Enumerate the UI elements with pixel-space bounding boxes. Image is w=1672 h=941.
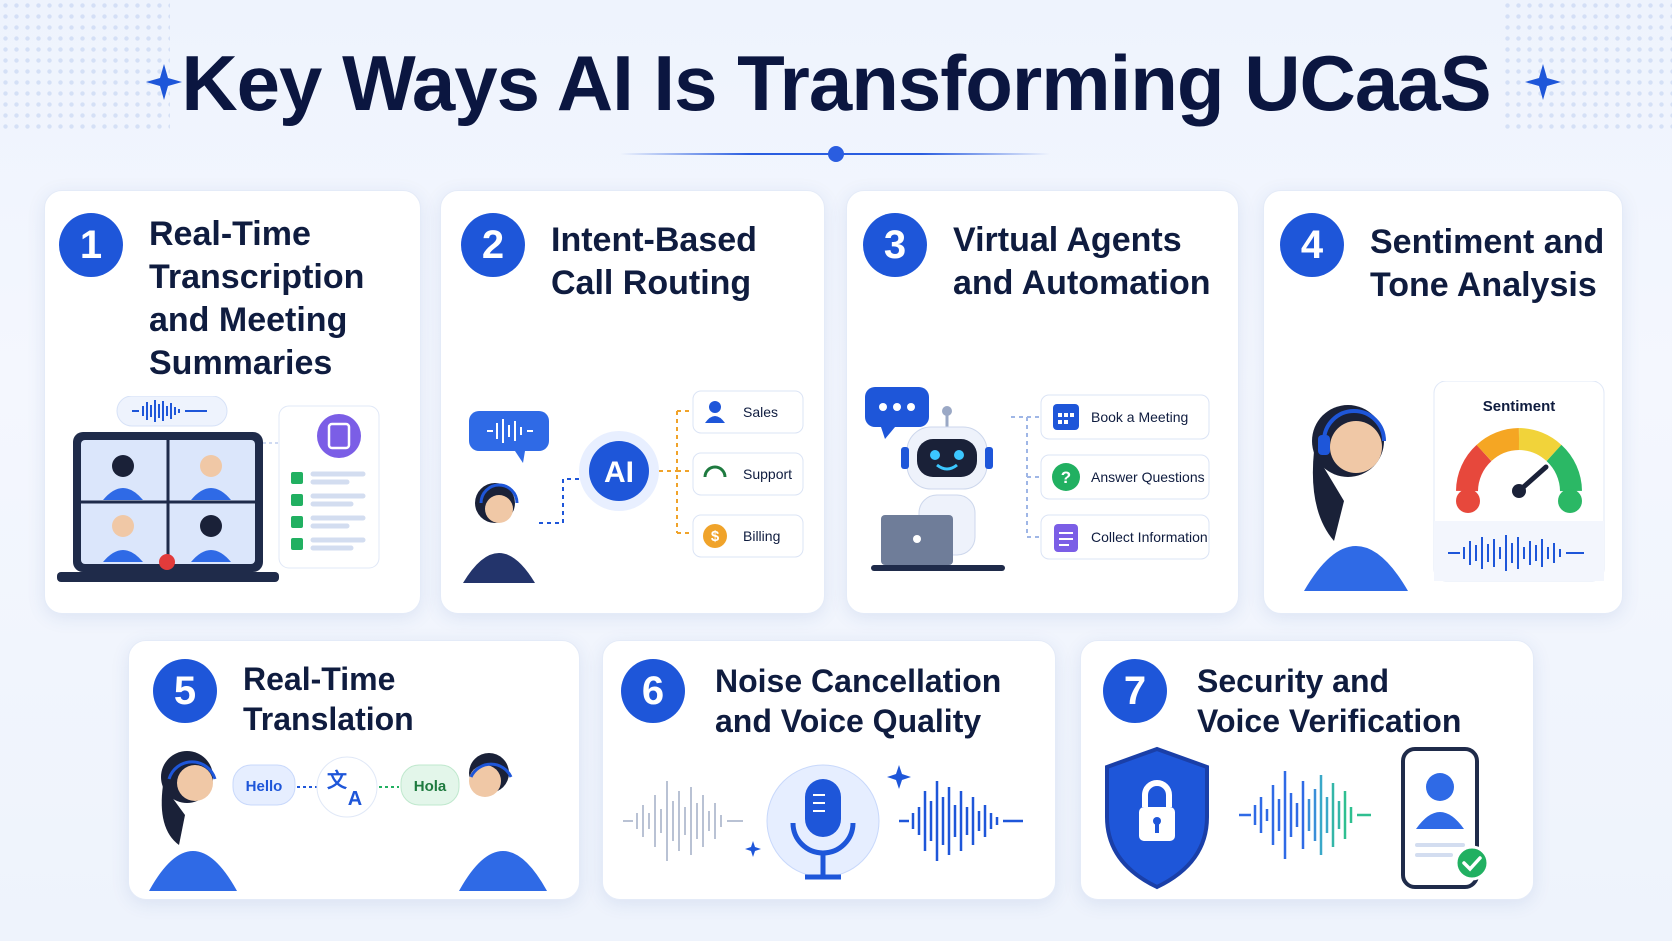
virtual-agent-diagram: Book a Meeting ? Answer Questions Collec… <box>865 387 1210 571</box>
gauge-label: Sentiment <box>1483 398 1556 415</box>
card-transcription: 1 Real-Time Transcription and Meeting Su… <box>44 190 421 614</box>
sparkle-icon <box>887 765 911 789</box>
route-label: Billing <box>743 528 780 544</box>
card-title: Virtual Agents and Automation <box>953 221 1211 302</box>
card-number: 1 <box>59 213 123 277</box>
card-virtual-agents: 3 Virtual Agents and Automation Book a M… <box>846 190 1239 614</box>
action-label: Book a Meeting <box>1091 409 1188 425</box>
decorative-dots-left <box>0 0 170 130</box>
call-routing-diagram: AI Sales Support $ Billing <box>463 390 804 583</box>
card-title: Noise Cancellation and Voice Quality <box>715 663 1002 739</box>
waveform-icon <box>899 781 1023 861</box>
sparkle-icon <box>1525 64 1561 100</box>
headset-icon <box>469 762 513 778</box>
card-title: Intent-Based Call Routing <box>551 221 757 302</box>
waveform-icon <box>623 781 743 861</box>
phrase-from: Hello <box>246 778 283 795</box>
svg-text:文: 文 <box>327 768 348 792</box>
sparkle-icon <box>146 64 182 100</box>
ai-hub-label: AI <box>604 456 634 489</box>
card-number: 5 <box>153 659 217 723</box>
card-sentiment: 4 Sentiment and Tone Analysis Sentiment <box>1263 190 1623 614</box>
document-icon <box>317 414 361 458</box>
sentiment-diagram: Sentiment <box>1304 381 1605 591</box>
headset-icon <box>1322 409 1386 442</box>
card-translation: 5 Real-Time Translation Hello 文 A Hola <box>128 640 580 900</box>
card-title: Security and Voice Verification <box>1197 663 1462 739</box>
phrase-to: Hola <box>414 778 447 795</box>
route-label: Sales <box>743 404 778 420</box>
card-title: Sentiment and Tone Analysis <box>1370 223 1605 304</box>
noise-cancellation-diagram <box>623 764 1023 880</box>
action-label: Collect Information <box>1091 529 1208 545</box>
waveform-icon <box>1448 535 1584 571</box>
card-call-routing: 2 Intent-Based Call Routing AI Sales Sup… <box>440 190 825 614</box>
page-title-container: Key Ways AI Is Transforming UCaaS <box>0 38 1672 129</box>
svg-text:A: A <box>348 788 362 810</box>
headset-icon <box>479 483 519 504</box>
sparkle-icon <box>745 841 761 857</box>
page-title: Key Ways AI Is Transforming UCaaS <box>181 39 1491 127</box>
waveform-icon <box>1239 771 1371 859</box>
headset-icon <box>167 760 217 780</box>
card-noise-cancellation: 6 Noise Cancellation and Voice Quality <box>602 640 1056 900</box>
headset-icon <box>703 465 727 478</box>
title-divider-dot <box>828 146 844 162</box>
card-number: 4 <box>1280 213 1344 277</box>
card-number: 6 <box>621 659 685 723</box>
dollar-icon <box>703 524 727 548</box>
card-number: 7 <box>1103 659 1167 723</box>
card-number: 2 <box>461 213 525 277</box>
translation-diagram: Hello 文 A Hola <box>149 751 547 891</box>
action-label: Answer Questions <box>1091 469 1205 485</box>
laptop-video-call-icon <box>57 396 380 582</box>
robot-icon <box>871 406 1005 571</box>
card-title: Real-Time Translation <box>243 661 414 737</box>
security-diagram <box>1105 746 1490 890</box>
person-icon <box>709 401 721 413</box>
question-icon <box>1052 463 1080 491</box>
translate-icon <box>316 756 378 818</box>
decorative-dots-right <box>1502 0 1672 130</box>
svg-text:$: $ <box>711 528 720 545</box>
route-label: Support <box>743 466 792 482</box>
svg-text:?: ? <box>1061 468 1071 487</box>
gauge-icon <box>1456 428 1582 492</box>
card-number: 3 <box>863 213 927 277</box>
card-security: 7 Security and Voice Verification <box>1080 640 1534 900</box>
check-icon <box>1454 845 1490 881</box>
card-title: Real-Time Transcription and Meeting Summ… <box>149 215 365 382</box>
